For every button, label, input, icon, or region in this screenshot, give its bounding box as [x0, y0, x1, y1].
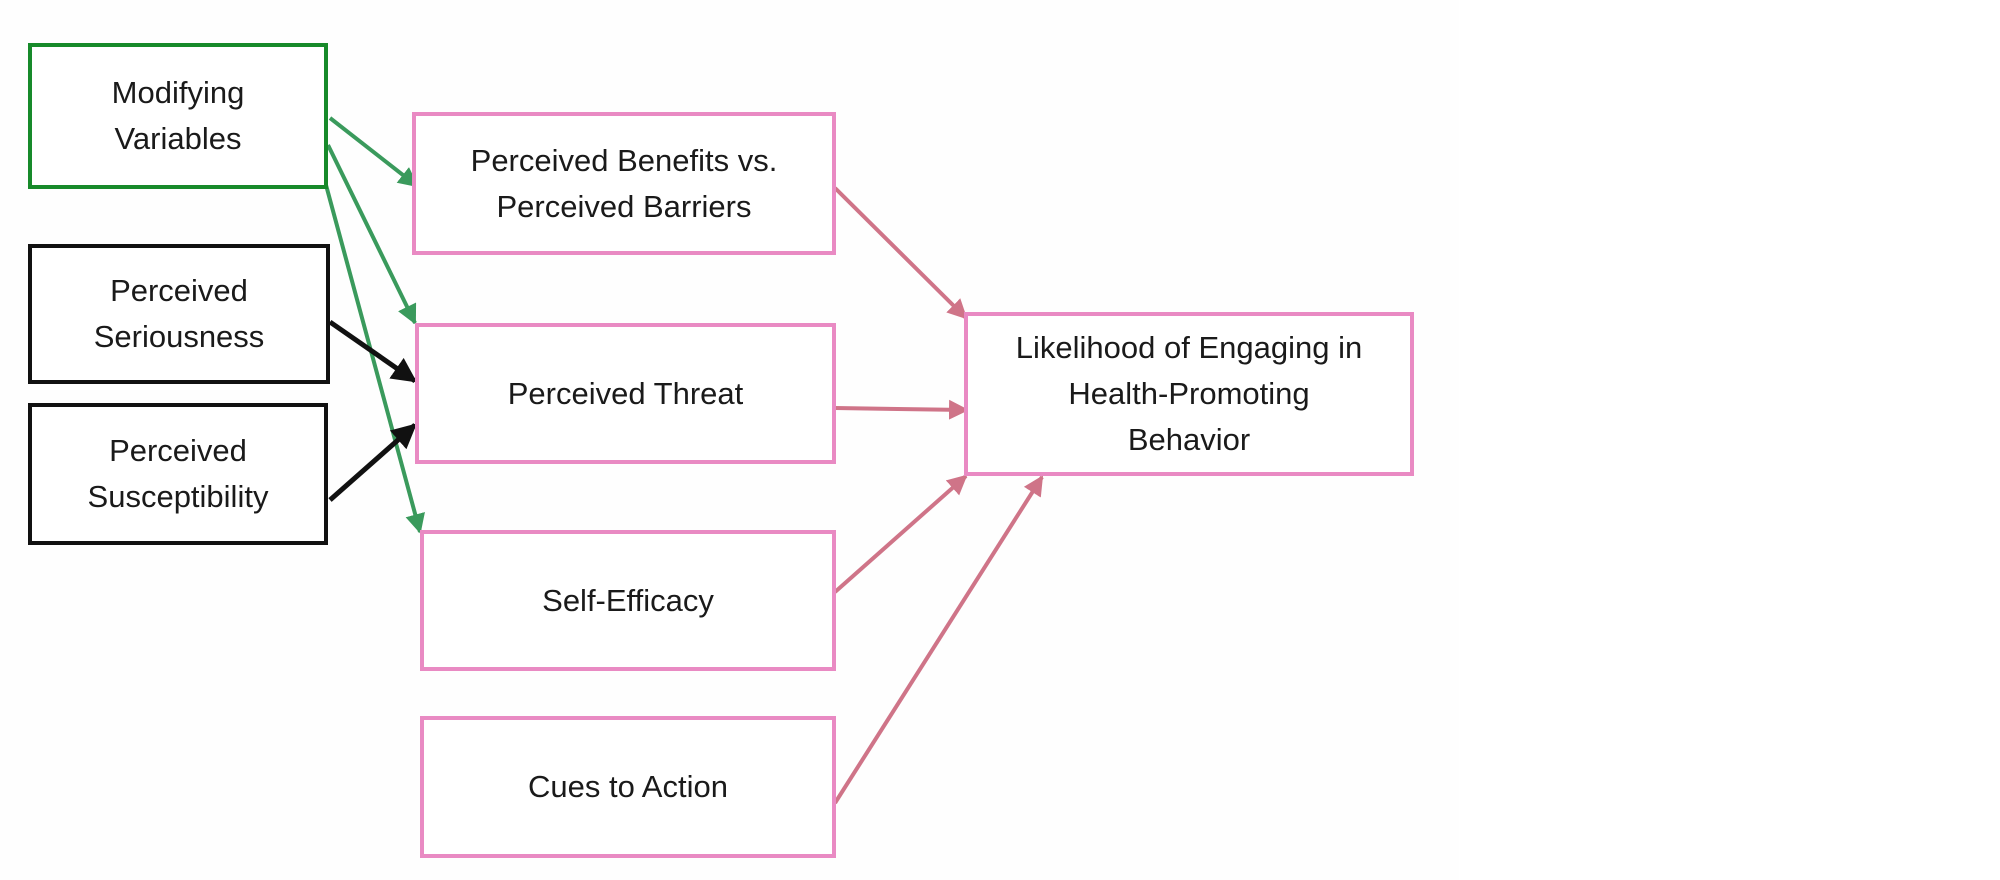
node-perceived-susceptibility: Perceived Susceptibility	[28, 403, 328, 545]
node-self-efficacy: Self-Efficacy	[420, 530, 836, 671]
node-perceived-threat: Perceived Threat	[415, 323, 836, 464]
node-perceived-seriousness: Perceived Seriousness	[28, 244, 330, 384]
node-likelihood-of-engaging: Likelihood of Engaging in Health-Promoti…	[964, 312, 1414, 476]
node-cues-to-action: Cues to Action	[420, 716, 836, 858]
node-modifying-variables: Modifying Variables	[28, 43, 328, 189]
node-perceived-benefits-vs-barriers: Perceived Benefits vs. Perceived Barrier…	[412, 112, 836, 255]
